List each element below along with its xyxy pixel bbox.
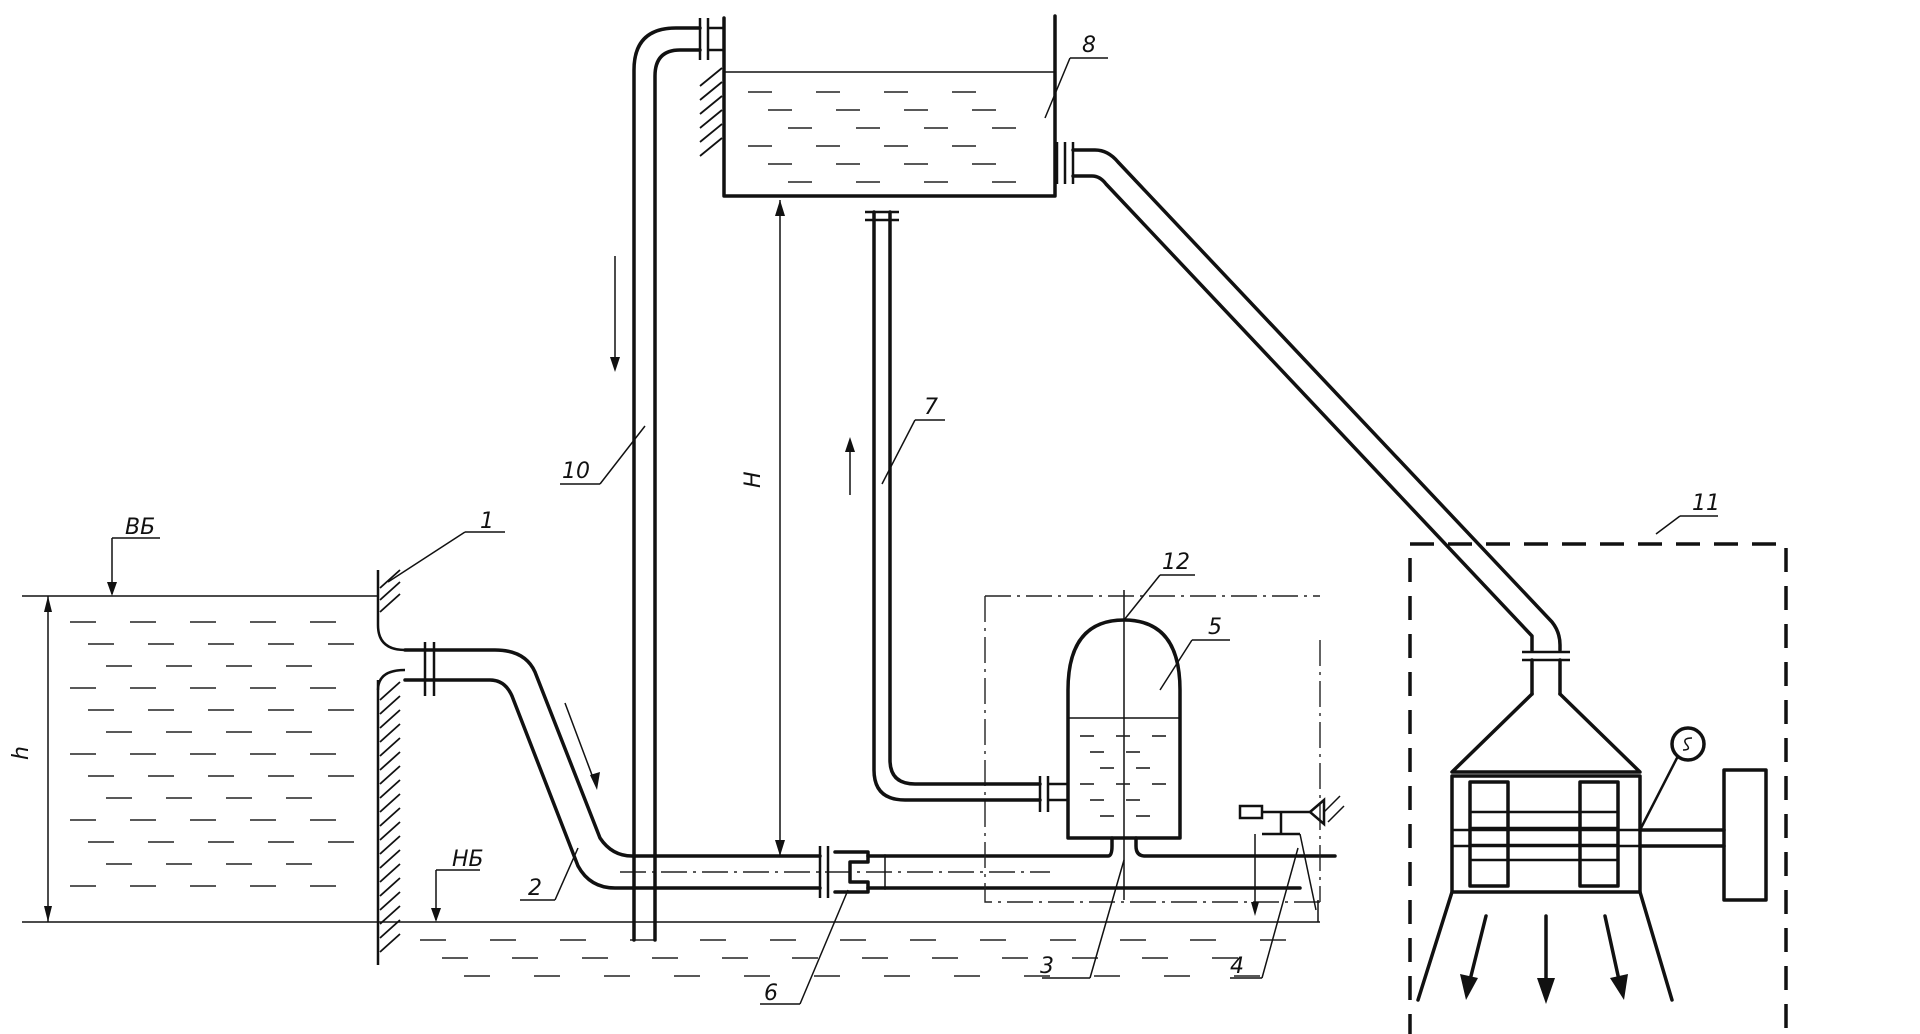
tailwater — [22, 921, 1320, 977]
label-7: 7 — [924, 395, 938, 420]
assembly-boundary — [984, 595, 1321, 903]
turbine-feed-pipe — [1055, 142, 1562, 652]
hatch-mark — [379, 905, 401, 925]
head-h-dimension: h — [9, 596, 52, 922]
upper-reservoir — [22, 595, 378, 887]
lower-level-marker: НБ — [431, 847, 484, 922]
label-upper-level: ВБ — [125, 515, 155, 540]
label-5: 5 — [1208, 615, 1222, 640]
label-2: 2 — [528, 876, 542, 901]
hatch-mark — [379, 863, 401, 883]
impulse-valve-mechanism — [1238, 795, 1345, 922]
hatch-mark — [379, 695, 401, 715]
label-lower-level: НБ — [452, 847, 484, 872]
supply-pipe — [403, 642, 822, 890]
hatch-mark — [379, 933, 401, 953]
hatch-mark — [379, 681, 401, 701]
turbine-unit — [1408, 542, 1788, 1034]
reservoir-wall — [376, 569, 406, 965]
hatch-mark — [379, 751, 401, 771]
main-pipe — [883, 836, 1337, 890]
hatch-mark — [379, 891, 401, 911]
hatch-mark — [699, 109, 723, 129]
label-12: 12 — [1162, 550, 1190, 575]
hatch-mark — [699, 137, 723, 157]
hatch-mark — [379, 723, 401, 743]
hatch-mark — [699, 67, 723, 87]
label-10: 10 — [562, 459, 590, 484]
label-4: 4 — [1230, 954, 1244, 979]
hatch-mark — [379, 807, 401, 827]
delivery-pipe — [845, 210, 1068, 812]
upper-tank — [699, 14, 1057, 198]
head-H-dimension: H — [741, 200, 785, 856]
hatch-mark — [379, 765, 401, 785]
label-H: H — [741, 471, 766, 488]
hatch-mark — [379, 849, 401, 869]
leader-lines — [387, 57, 1718, 1005]
hatch-mark — [379, 569, 401, 589]
label-1: 1 — [480, 509, 494, 534]
hatch-mark — [379, 779, 401, 799]
air-chamber — [1066, 590, 1182, 900]
hatch-mark — [379, 835, 401, 855]
hatch-mark — [379, 821, 401, 841]
label-h: h — [9, 746, 34, 760]
upper-level-marker: ВБ — [107, 515, 160, 596]
hatch-mark — [379, 919, 401, 939]
hatch-mark — [379, 793, 401, 813]
label-3: 3 — [1040, 954, 1054, 979]
hatch-mark — [699, 95, 723, 115]
hatch-mark — [379, 737, 401, 757]
label-11: 11 — [1692, 491, 1720, 516]
hatch-mark — [379, 877, 401, 897]
label-6: 6 — [764, 981, 778, 1006]
hatch-mark — [699, 123, 723, 143]
check-valve — [818, 846, 887, 898]
hatch-mark — [379, 709, 401, 729]
return-pipe — [610, 18, 724, 942]
label-8: 8 — [1082, 33, 1096, 58]
hatch-mark — [699, 81, 723, 101]
hatch-mark — [379, 593, 401, 613]
hatch-mark — [379, 581, 401, 601]
